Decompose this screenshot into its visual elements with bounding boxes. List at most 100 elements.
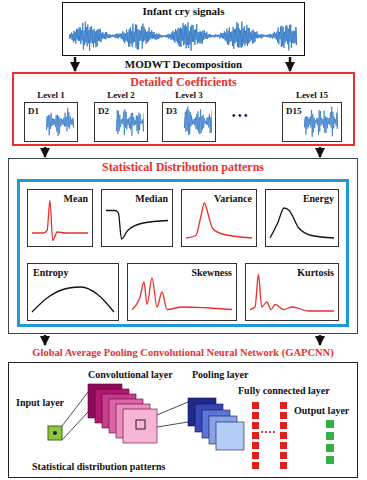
dense-unit xyxy=(252,462,259,469)
layer-label: Input layer xyxy=(16,397,64,409)
waveform-trace xyxy=(184,107,212,135)
plot-label: Mean xyxy=(63,193,89,205)
dense-unit xyxy=(252,432,259,439)
pooled-map xyxy=(216,422,244,450)
plot-label: Skewness xyxy=(190,267,233,279)
layer-label: Pooling layer xyxy=(192,369,248,381)
waveform xyxy=(304,105,338,139)
curve-trace xyxy=(32,201,88,241)
plot-box: Variance xyxy=(181,189,257,247)
plot-label: Median xyxy=(134,193,169,205)
network-frame xyxy=(8,362,358,478)
dense-unit xyxy=(280,432,287,439)
waveform-trace xyxy=(69,22,297,51)
curve-trace xyxy=(32,287,114,312)
cnn-illustration xyxy=(8,362,358,478)
level-heading: Level 1 xyxy=(37,90,65,101)
plot-label: Entropy xyxy=(32,267,69,279)
coefficient-name: D1 xyxy=(28,106,39,117)
input-dot xyxy=(53,431,57,435)
label-holder: Output layer xyxy=(294,405,349,417)
coefficient-name: D2 xyxy=(98,106,109,117)
statistics-panel: Statistical Distribution patternsMean Med… xyxy=(8,158,358,334)
layer-label: Statistical distribution patterns xyxy=(32,461,165,473)
plot-label: Kurtosis xyxy=(296,267,335,279)
coefficient-name: D3 xyxy=(166,106,177,117)
curve-trace xyxy=(250,275,334,312)
plot-box: Energy xyxy=(265,189,339,247)
flow-arrow xyxy=(319,335,322,345)
level-heading: Level 2 xyxy=(107,90,135,101)
plot-box: Mean xyxy=(27,189,93,247)
dense-unit xyxy=(280,452,287,459)
plot-box: Entropy xyxy=(27,263,119,321)
layer-label: Output layer xyxy=(294,405,349,417)
projection-line xyxy=(62,392,88,426)
label-holder: Pooling layer xyxy=(192,369,248,381)
waveform-trace xyxy=(304,107,338,137)
output-unit xyxy=(326,432,334,440)
panel-heading: Global Average Pooling Convolutional Neu… xyxy=(32,347,333,359)
curve-trace xyxy=(132,278,232,310)
dense-unit xyxy=(280,402,287,409)
level-box: Level 3D3 xyxy=(162,90,216,142)
dense-unit xyxy=(280,412,287,419)
curve-trace xyxy=(270,208,334,238)
coefficient-panel: Detailed CoefficientsLevel 1D1Level 2D2L… xyxy=(12,72,355,146)
plot-label: Energy xyxy=(302,193,335,205)
network-panel: Global Average Pooling Convolutional Neu… xyxy=(8,346,358,478)
continuation-dot xyxy=(269,431,271,433)
output-unit xyxy=(326,420,334,428)
box-title: Infant cry signals xyxy=(143,5,225,18)
label-holder: Fully connected layer xyxy=(238,385,330,397)
level-box: Level 1 D1 xyxy=(24,90,78,142)
kernel-window xyxy=(136,420,145,429)
level-box: Level 15 D15 xyxy=(282,90,342,142)
waveform xyxy=(184,105,212,139)
dense-unit xyxy=(280,442,287,449)
ellipsis-mark: • • • xyxy=(232,110,248,122)
waveform xyxy=(69,20,297,52)
waveform xyxy=(46,105,74,139)
waveform-trace xyxy=(116,109,144,135)
feature-map xyxy=(123,409,157,443)
label-holder: Input layer xyxy=(16,397,64,409)
flow-arrow xyxy=(289,57,292,71)
continuation-dot xyxy=(265,431,267,433)
level-box: Level 2 D2 xyxy=(94,90,148,142)
output-unit xyxy=(326,444,334,452)
dense-unit xyxy=(252,422,259,429)
plot-label: Variance xyxy=(213,193,253,205)
label-holder: Convolutional layer xyxy=(88,369,173,381)
label-holder: MODWT Decomposition xyxy=(0,58,367,71)
output-unit xyxy=(326,456,334,464)
continuation-dot xyxy=(261,431,263,433)
layer-label: Convolutional layer xyxy=(88,369,173,381)
dense-unit xyxy=(252,412,259,419)
flow-arrow xyxy=(319,147,322,157)
dense-unit xyxy=(252,402,259,409)
waveform-trace xyxy=(46,108,74,136)
dense-unit xyxy=(280,462,287,469)
curve-trace xyxy=(186,203,252,238)
continuation-dot xyxy=(273,431,275,433)
process-label: MODWT Decomposition xyxy=(125,58,242,71)
signal-box: Infant cry signals xyxy=(62,2,305,56)
plot-box: Median xyxy=(101,189,173,247)
label-holder: Statistical distribution patterns xyxy=(32,461,165,473)
plot-box: Kurtosis xyxy=(245,263,339,321)
flow-arrow xyxy=(44,335,47,345)
waveform xyxy=(116,105,144,139)
projection-line xyxy=(62,412,88,440)
flow-arrow xyxy=(44,147,47,157)
panel-heading: Detailed Coefficients xyxy=(130,76,236,90)
curve-trace xyxy=(106,211,168,240)
level-heading: Level 15 xyxy=(296,90,328,101)
dense-unit xyxy=(280,422,287,429)
plot-box: Skewness xyxy=(127,263,237,321)
input-square xyxy=(48,426,62,440)
coefficient-name: D15 xyxy=(286,106,302,117)
panel-heading: Statistical Distribution patterns xyxy=(102,161,264,175)
dense-unit xyxy=(252,442,259,449)
